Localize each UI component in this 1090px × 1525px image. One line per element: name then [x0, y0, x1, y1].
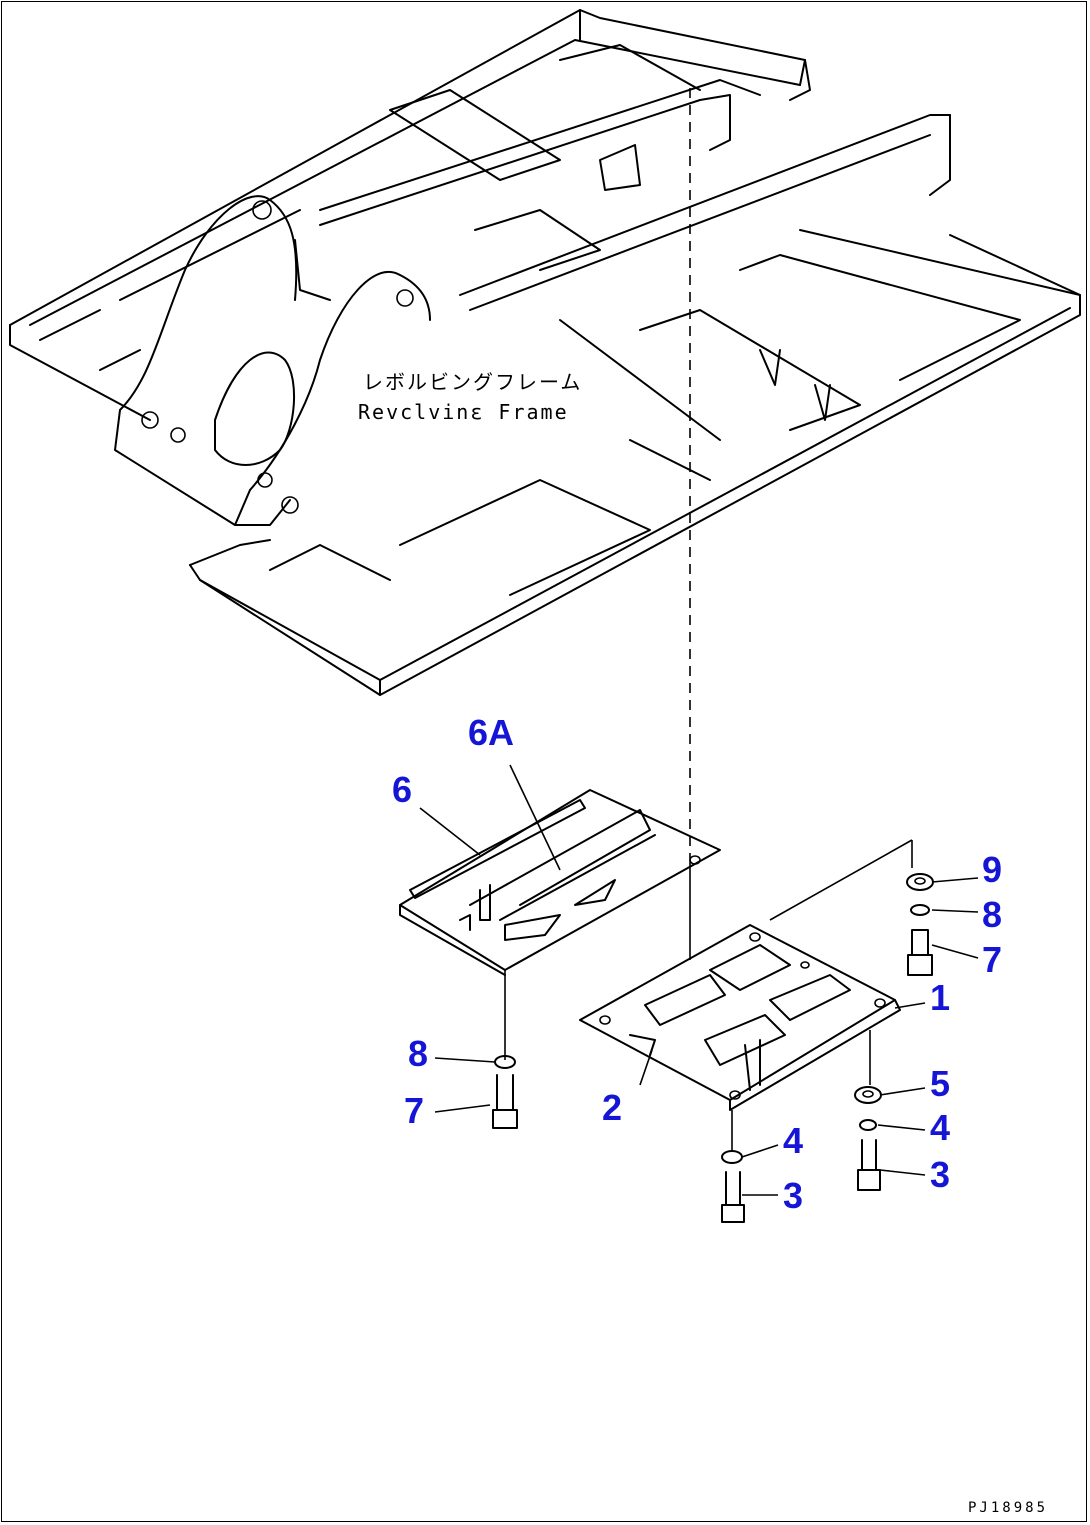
frame-label-japanese: レボルビングフレーム — [363, 370, 583, 394]
callout-2: 2 — [602, 1087, 623, 1128]
callout-8-right: 8 — [982, 894, 1003, 935]
callout-7-left: 7 — [404, 1090, 425, 1131]
callout-3-mid: 3 — [783, 1175, 804, 1216]
callout-6a: 6A — [468, 712, 515, 753]
callout-4-mid: 4 — [783, 1120, 804, 1161]
callout-8-left: 8 — [408, 1033, 429, 1074]
hardware-drawing — [492, 873, 934, 1223]
callout-6: 6 — [392, 769, 413, 810]
callout-3-right: 3 — [930, 1154, 951, 1195]
leader-line — [769, 839, 913, 921]
frame-label-english: Revclvinε Frame — [358, 400, 569, 424]
callout-1: 1 — [930, 977, 951, 1018]
callout-7-right: 7 — [982, 939, 1003, 980]
revolving-frame-drawing — [9, 9, 1081, 696]
drawing-code: PJ18985 — [968, 1500, 1049, 1516]
callout-leaders — [419, 764, 979, 1196]
callout-9: 9 — [982, 849, 1003, 890]
cover-6-drawing — [399, 789, 721, 976]
callout-4-right: 4 — [930, 1107, 951, 1148]
cover-1-drawing — [579, 924, 901, 1111]
callout-5: 5 — [930, 1063, 951, 1104]
